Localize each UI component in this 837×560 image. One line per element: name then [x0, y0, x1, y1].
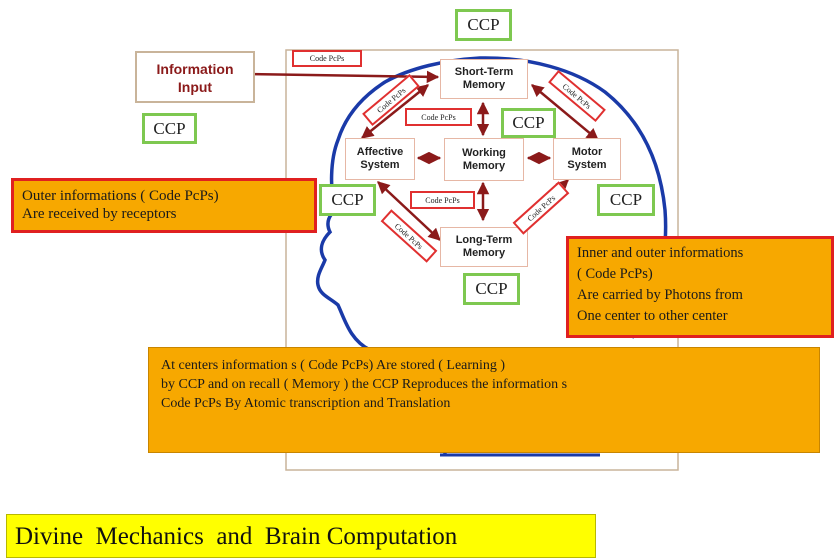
ccp-box-top: CCP [455, 9, 512, 41]
ccp-box-center-left: CCP [319, 184, 376, 216]
ccp-box-center-top: CCP [501, 108, 556, 138]
footer-title: Divine Mechanics and Brain Computation [6, 514, 596, 558]
arrow-shortterm-motor [531, 84, 599, 141]
centers-storage-note: At centers information s ( Code PcPs) Ar… [148, 347, 820, 453]
head-outline [315, 56, 668, 456]
information-input-box: Information Input [135, 51, 255, 103]
affective-system-box: Affective System [345, 138, 415, 180]
ccp-box-bottom: CCP [463, 273, 520, 305]
ccp-box-left: CCP [142, 113, 197, 144]
arrow-affective-shortterm [361, 84, 429, 139]
inner-information-note: Inner and outer informations ( Code PcPs… [566, 236, 834, 338]
short-term-memory-box: Short-Term Memory [440, 59, 528, 99]
code-tag-top: Code PcPs [292, 50, 362, 67]
motor-system-box: Motor System [553, 138, 621, 180]
working-memory-box: Working Memory [444, 138, 524, 181]
long-term-memory-box: Long-Term Memory [440, 227, 528, 267]
code-tag-lower-middle: Code PcPs [410, 191, 475, 209]
arrow-affective-longterm [377, 181, 441, 241]
ccp-box-right: CCP [597, 184, 655, 216]
outer-information-note: Outer informations ( Code PcPs) Are rece… [11, 178, 317, 233]
code-tag-upper-middle: Code PcPs [405, 108, 472, 126]
